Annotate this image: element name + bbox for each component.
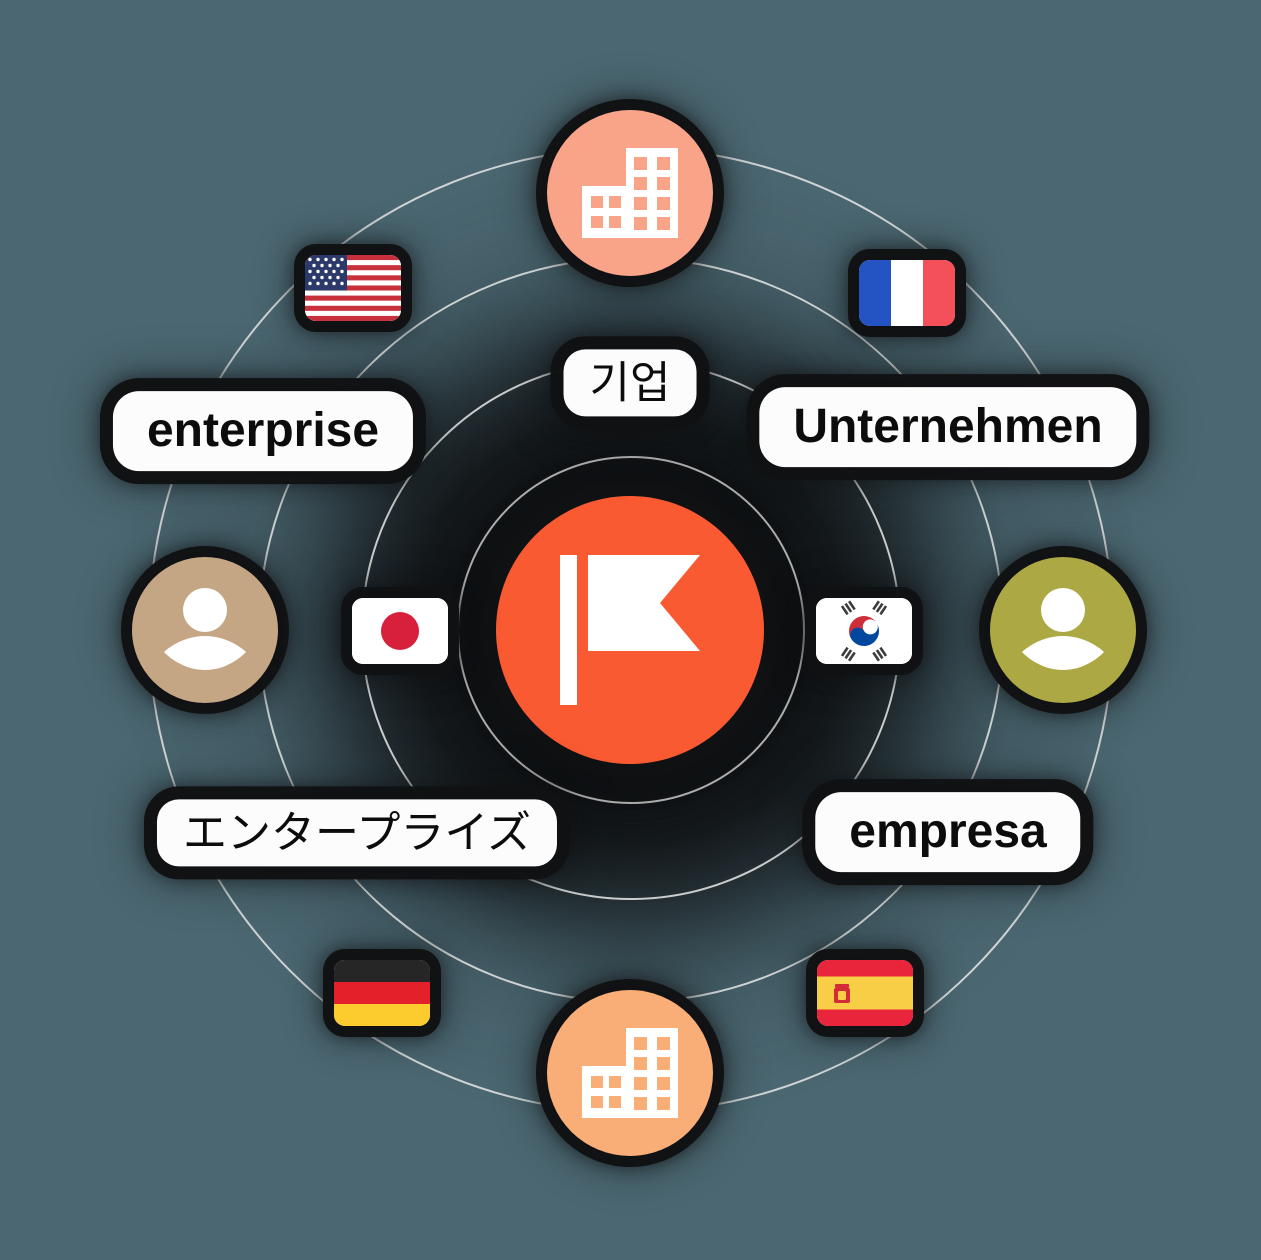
office-building-icon [582, 1028, 678, 1118]
kr-flag-icon [816, 598, 912, 664]
node-flag-de[interactable] [334, 960, 430, 1026]
word-pill-unternehmen[interactable]: Unternehmen [759, 387, 1137, 467]
de-flag-icon [334, 960, 430, 1026]
kr-flag-chip[interactable] [816, 598, 912, 664]
node-avatar-left[interactable] [132, 557, 278, 703]
node-flag-us[interactable] [305, 255, 401, 321]
fr-flag-chip[interactable] [859, 260, 955, 326]
word-pill-korean[interactable]: 기업 [563, 349, 697, 417]
jp-flag-icon [352, 598, 448, 664]
person-avatar-icon [1022, 588, 1104, 670]
office-building-circle-top[interactable] [547, 110, 713, 276]
office-building-icon [582, 148, 678, 238]
office-building-circle-bottom[interactable] [547, 990, 713, 1156]
de-flag-chip[interactable] [334, 960, 430, 1026]
brand-logo-circle[interactable] [496, 496, 764, 764]
node-flag-kr[interactable] [816, 598, 912, 664]
center-logo-node[interactable] [496, 496, 764, 764]
node-avatar-right[interactable] [990, 557, 1136, 703]
node-word-japanese[interactable]: エンタープライズ [156, 799, 558, 867]
fr-flag-icon [859, 260, 955, 326]
jp-flag-chip[interactable] [352, 598, 448, 664]
node-flag-fr[interactable] [859, 260, 955, 326]
flag-icon [560, 555, 700, 705]
node-word-enterprise[interactable]: enterprise [112, 391, 414, 471]
node-building-top[interactable] [547, 110, 713, 276]
node-flag-jp[interactable] [352, 598, 448, 664]
word-pill-empresa[interactable]: empresa [815, 792, 1081, 872]
word-pill-enterprise[interactable]: enterprise [112, 391, 414, 471]
us-flag-chip[interactable] [305, 255, 401, 321]
es-flag-icon [817, 960, 913, 1026]
person-avatar-circle-right[interactable] [990, 557, 1136, 703]
node-building-bottom[interactable] [547, 990, 713, 1156]
es-flag-chip[interactable] [817, 960, 913, 1026]
person-avatar-circle-left[interactable] [132, 557, 278, 703]
node-flag-es[interactable] [817, 960, 913, 1026]
us-flag-icon [305, 255, 401, 321]
word-pill-japanese[interactable]: エンタープライズ [156, 799, 558, 867]
node-word-empresa[interactable]: empresa [815, 792, 1081, 872]
node-word-unternehmen[interactable]: Unternehmen [759, 387, 1137, 467]
node-word-korean[interactable]: 기업 [563, 349, 697, 417]
person-avatar-icon [164, 588, 246, 670]
